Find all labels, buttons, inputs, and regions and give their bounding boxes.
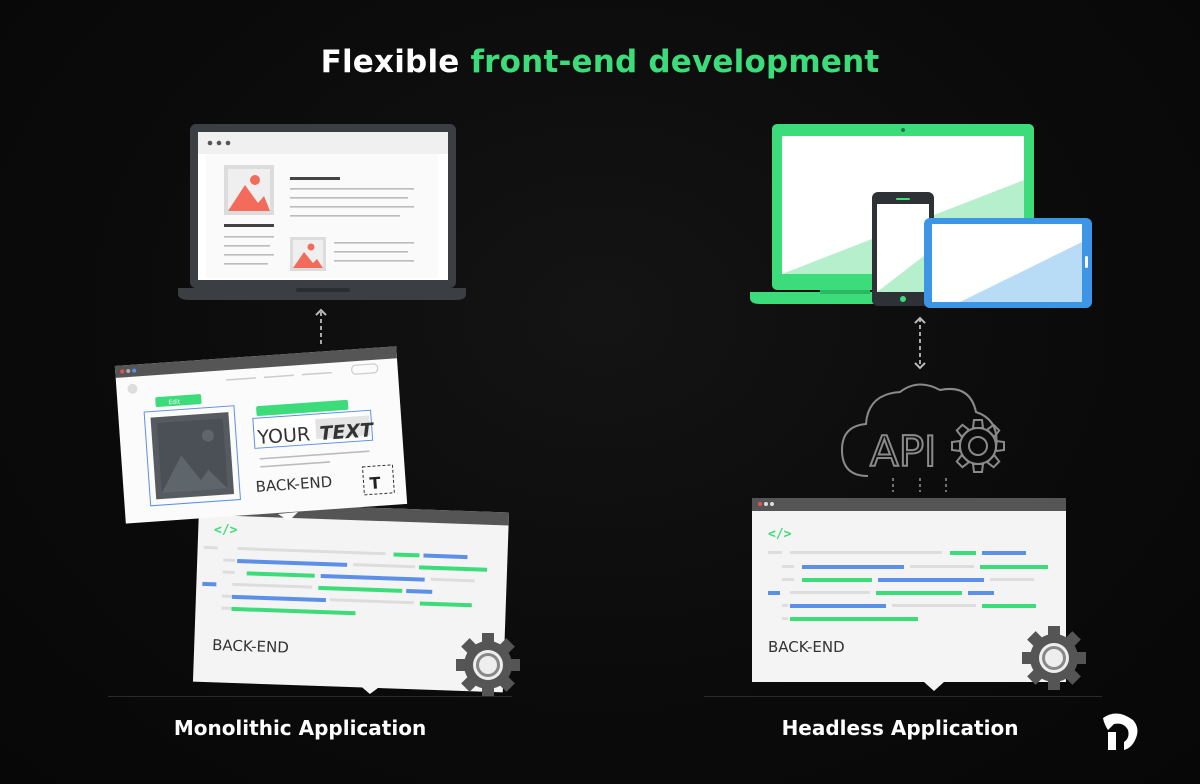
cms-toolbar-edit: Edit [168, 398, 181, 406]
page-title: Flexible front-end development [0, 44, 1200, 80]
caption-headless: Headless Application [781, 716, 1019, 740]
cms-editor-window: Edit [114, 346, 408, 524]
title-white: Flexible [320, 44, 460, 80]
cms-text-regular: YOUR [256, 423, 311, 449]
text-tool-icon: T [369, 473, 381, 493]
phone-icon [872, 192, 934, 306]
api-label: API [870, 427, 936, 476]
code-tag-left: </> [214, 523, 238, 538]
monolithic-laptop-icon [178, 124, 466, 300]
code-backend-label-right: BACK-END [768, 638, 845, 656]
image-icon [290, 237, 326, 271]
cms-backend-label: BACK-END [255, 473, 333, 496]
gear-icon [1022, 626, 1086, 690]
caption-monolithic: Monolithic Application [173, 716, 427, 740]
tablet-icon [924, 218, 1092, 308]
title-green: front-end development [470, 44, 880, 80]
gear-icon [456, 633, 520, 697]
image-icon [224, 165, 274, 215]
monolithic-code-window [192, 501, 510, 693]
image-icon [150, 412, 235, 500]
headless-code-window [752, 498, 1066, 691]
cloud-api-icon: API [840, 383, 1005, 492]
cms-text-bold: TEXT [319, 419, 376, 445]
code-tag-right: </> [768, 527, 792, 542]
brand-logo-icon [1103, 713, 1138, 750]
code-backend-label-left: BACK-END [212, 636, 289, 657]
